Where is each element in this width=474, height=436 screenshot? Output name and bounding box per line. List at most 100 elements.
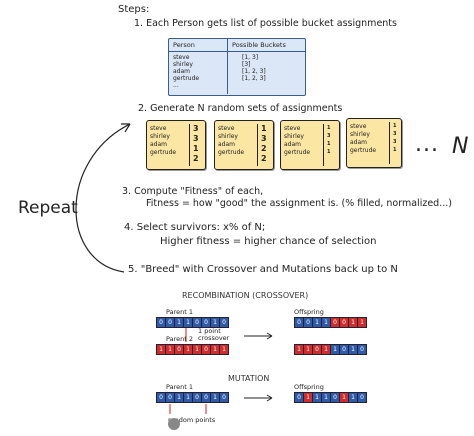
step-3-text: 3. Compute "Fitness" of each, bbox=[122, 186, 264, 197]
gene-cell: 0 bbox=[166, 318, 175, 327]
table-col-person: steve shirley adam gertrude ... bbox=[169, 52, 228, 94]
gene-cell: 1 bbox=[193, 345, 202, 354]
recombination-title: RECOMBINATION (CROSSOVER) bbox=[182, 291, 309, 300]
card-value: 2 bbox=[261, 144, 267, 153]
gene-cell: 1 bbox=[313, 318, 322, 327]
gene-cell: 1 bbox=[322, 318, 331, 327]
ga-diagram: RECOMBINATION (CROSSOVER) Parent 1 Paren… bbox=[146, 288, 464, 436]
ga-arrows bbox=[168, 328, 273, 430]
card-value: 3 bbox=[393, 139, 397, 145]
step-3-detail: Fitness = how "good" the assignment is. … bbox=[146, 198, 452, 209]
card-name: adam bbox=[284, 141, 302, 148]
steps-title: Steps: bbox=[118, 4, 150, 15]
table-cell: [3] bbox=[242, 61, 251, 68]
gene-cell: 0 bbox=[358, 345, 366, 354]
gene-cell: 1 bbox=[175, 318, 184, 327]
card-value: 2 bbox=[261, 154, 267, 163]
gene-cell: 1 bbox=[340, 393, 349, 402]
person-bucket-table: Person Possible Buckets steve shirley ad… bbox=[168, 38, 306, 96]
card-value: 2 bbox=[193, 154, 199, 163]
card-value: 1 bbox=[261, 124, 267, 133]
gene-cell: 0 bbox=[175, 345, 184, 354]
n-symbol: N bbox=[452, 134, 469, 159]
card-name: steve bbox=[284, 125, 301, 132]
table-cell: ... bbox=[173, 82, 179, 89]
card-value: 1 bbox=[327, 141, 331, 147]
gene-cell: 1 bbox=[304, 345, 313, 354]
gene-cell: 1 bbox=[322, 345, 331, 354]
table-cell: steve bbox=[173, 54, 190, 61]
table-cell: gertrude bbox=[173, 75, 200, 82]
step-4-text: 4. Select survivors: x% of N; bbox=[124, 222, 266, 233]
ellipsis: ... bbox=[415, 132, 439, 157]
gene-cell: 0 bbox=[157, 393, 166, 402]
gene-cell: 1 bbox=[304, 393, 313, 402]
card-value: 1 bbox=[193, 144, 199, 153]
gene-cell: 1 bbox=[220, 345, 228, 354]
card-name: shirley bbox=[284, 133, 304, 140]
card-name: steve bbox=[150, 125, 167, 132]
gene-cell: 1 bbox=[313, 393, 322, 402]
card-divider bbox=[257, 124, 258, 166]
card-value: 3 bbox=[193, 134, 199, 143]
gene-cell: 0 bbox=[220, 318, 228, 327]
gene-cell: 1 bbox=[157, 345, 166, 354]
recomb-arrowhead bbox=[266, 332, 273, 340]
gene-cell: 1 bbox=[211, 318, 220, 327]
table-header-person: Person bbox=[169, 39, 228, 51]
assignment-card: steve shirley adam gertrude 1 3 2 2 bbox=[214, 120, 274, 170]
card-name: steve bbox=[218, 125, 235, 132]
table-header-buckets: Possible Buckets bbox=[232, 41, 286, 49]
gene-cell: 0 bbox=[202, 393, 211, 402]
gene-cell: 0 bbox=[313, 345, 322, 354]
table-cell: adam bbox=[173, 68, 191, 75]
gene-cell: 0 bbox=[358, 393, 366, 402]
repeat-arrowhead bbox=[121, 123, 131, 133]
step-5-text: 5. "Breed" with Crossover and Mutations … bbox=[128, 264, 398, 275]
table-cell: [1, 2, 3] bbox=[242, 75, 266, 82]
card-name: adam bbox=[350, 139, 368, 146]
card-name: adam bbox=[150, 141, 168, 148]
gene-cell: 0 bbox=[220, 393, 228, 402]
gene-cell: 1 bbox=[211, 345, 220, 354]
crossover-note: 1 point crossover bbox=[198, 327, 230, 342]
card-divider bbox=[189, 124, 190, 166]
gene-cell: 0 bbox=[295, 393, 304, 402]
card-value: 3 bbox=[393, 131, 397, 137]
assignment-card: steve shirley adam gertrude 3 3 1 2 bbox=[146, 120, 206, 170]
gene-cell: 0 bbox=[304, 318, 313, 327]
card-value: 3 bbox=[261, 134, 267, 143]
gene-cell: 0 bbox=[193, 393, 202, 402]
gene-cell: 1 bbox=[331, 345, 340, 354]
card-name: shirley bbox=[150, 133, 170, 140]
card-divider bbox=[389, 122, 390, 164]
card-name: shirley bbox=[350, 131, 370, 138]
mutation-title: MUTATION bbox=[228, 374, 270, 383]
gene-cell: 1 bbox=[184, 393, 193, 402]
gene-cell: 1 bbox=[175, 393, 184, 402]
gene-cell: 0 bbox=[157, 318, 166, 327]
gene-cell: 1 bbox=[295, 345, 304, 354]
zoom-icon bbox=[168, 418, 180, 430]
gene-cell: 1 bbox=[184, 345, 193, 354]
card-name: gertrude bbox=[218, 149, 245, 156]
gene-cell: 1 bbox=[358, 318, 366, 327]
gene-cell: 0 bbox=[193, 318, 202, 327]
gene-cell: 0 bbox=[295, 318, 304, 327]
gene-cell: 0 bbox=[340, 345, 349, 354]
card-value: 1 bbox=[393, 147, 397, 153]
gene-cell: 0 bbox=[166, 393, 175, 402]
repeat-label: Repeat bbox=[18, 198, 78, 218]
random-points-label: random points bbox=[168, 416, 216, 424]
gene-cell: 1 bbox=[166, 345, 175, 354]
gene-cell: 1 bbox=[211, 393, 220, 402]
table-cell: shirley bbox=[173, 61, 193, 68]
gene-cell: 0 bbox=[340, 318, 349, 327]
table-cell: [1, 2, 3] bbox=[242, 68, 266, 75]
repeat-curve bbox=[75, 123, 131, 273]
assignment-card: steve shirley adam gertrude 1 3 1 1 bbox=[280, 120, 340, 170]
gene-cell: 1 bbox=[322, 393, 331, 402]
